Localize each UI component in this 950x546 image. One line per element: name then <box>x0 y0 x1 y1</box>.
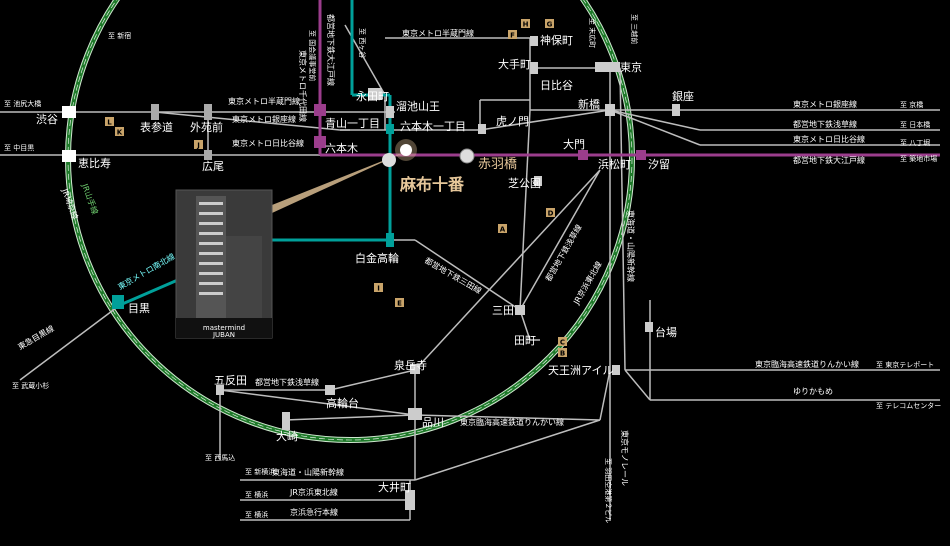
dest-nishigaoka: 至 西ヶ谷 <box>358 28 367 58</box>
station-takanawadai: 高輪台 <box>326 396 359 410</box>
dest-teleport: 至 東京テレポート <box>876 360 934 369</box>
station-azabu-juban: 麻布十番 <box>399 175 465 194</box>
oedo-line <box>318 0 940 157</box>
station-hamamatsucho-1: 浜松町 <box>598 157 631 171</box>
station-gaienmae: 外苑前 <box>190 120 223 134</box>
azabu-juban-marker[interactable] <box>400 144 412 156</box>
station-tamachi: 田町 <box>514 334 536 347</box>
exit-badges: A B C D E F G H I J K L <box>105 19 567 358</box>
dest-tsukiji: 至 築地市場 <box>900 154 937 163</box>
badge-d: D <box>548 210 554 218</box>
station-tennozu-isle: 天王洲アイル <box>548 364 613 377</box>
badge-k: K <box>117 129 123 137</box>
station-toranomon: 虎ノ門 <box>496 115 529 128</box>
badge-f: F <box>510 32 515 40</box>
line-keikyu: 京浜急行本線 <box>290 507 338 517</box>
line-chiyoda-vertical: 東京メトロ千代田線 <box>298 50 308 122</box>
badge-c: C <box>560 339 565 347</box>
station-ebisu: 恵比寿 <box>78 156 111 170</box>
station-sengakuji: 泉岳寺 <box>394 358 427 372</box>
line-hanzomon-left: 東京メトロ半蔵門線 <box>228 96 300 106</box>
station-daimon: 大門 <box>563 137 585 151</box>
station-tokyo: 東京 <box>620 60 642 74</box>
line-tokaido: 東海道・山陽新幹線 <box>626 210 636 282</box>
akabanebashi-marker[interactable] <box>459 148 475 164</box>
dest-haneda: 至 羽田空港第２ビル <box>604 458 613 523</box>
dest-nishimagome: 至 西馬込 <box>205 453 235 462</box>
station-mita: 三田 <box>492 304 514 317</box>
station-shimbashi: 新橋 <box>578 97 600 111</box>
dest-yokohama-1: 至 横浜 <box>245 490 268 499</box>
line-asakusa-right: 都営地下鉄浅草線 <box>793 119 857 129</box>
line-tokaido-bottom: 東海道・山陽新幹線 <box>272 467 344 477</box>
station-nagatacho: 永田町 <box>356 89 389 103</box>
station-roppongi: 六本木 <box>325 141 358 155</box>
dest-ikejiri: 至 池尻大橋 <box>4 99 41 108</box>
station-shibakoen: 芝公園 <box>508 177 541 190</box>
destination-labels: 至 新宿 至 池尻大橋 至 中目黒 至 武蔵小杉 至 国会議事堂前 至 西ヶ谷 … <box>4 14 941 523</box>
station-jimbocho: 神保町 <box>540 33 573 47</box>
badge-j: J <box>196 142 200 150</box>
dest-nihombashi: 至 日本橋 <box>900 120 930 129</box>
badge-l: L <box>107 119 112 127</box>
badge-b: B <box>560 350 565 358</box>
building-photo: mastermind JUBAN <box>175 189 273 339</box>
line-hanzomon-top: 東京メトロ半蔵門線 <box>402 28 474 38</box>
dest-shinjuku: 至 新宿 <box>108 31 131 40</box>
badge-a: A <box>500 226 506 234</box>
station-osaki: 大崎 <box>276 429 298 443</box>
line-keihin-bottom: JR京浜東北線 <box>289 487 338 497</box>
azabu-juban-marker-2 <box>382 153 396 167</box>
line-oedo-right: 都営地下鉄大江戸線 <box>793 155 865 165</box>
station-akabanebashi: 赤羽橋 <box>478 157 517 172</box>
line-monorail: 東京モノレール <box>620 430 630 486</box>
station-shibuya: 渋谷 <box>36 113 58 126</box>
station-shirokane-takanawa: 白金高輪 <box>355 251 399 265</box>
station-shiodome: 汐留 <box>648 157 670 171</box>
station-otemachi: 大手町 <box>498 57 531 71</box>
dest-hatchobori: 至 八丁堀 <box>900 138 930 147</box>
station-hiroo: 広尾 <box>202 160 224 173</box>
dest-kyobashi: 至 京橋 <box>900 100 923 109</box>
station-meguro: 目黒 <box>128 302 150 315</box>
station-oimachi: 大井町 <box>378 480 411 494</box>
building-subcaption: JUBAN <box>212 331 235 339</box>
line-oedo-vertical: 都営地下鉄大江戸線 <box>326 14 336 86</box>
line-rinkai-bottom: 東京臨海高速鉄道りんかい線 <box>460 417 564 427</box>
badge-e: E <box>397 300 402 308</box>
dest-telecom: 至 テレコムセンター <box>876 401 941 410</box>
building-caption: mastermind <box>203 324 245 332</box>
dest-suehirocho: 至 末広町 <box>588 18 597 48</box>
station-gotanda: 五反田 <box>214 374 247 387</box>
dest-mitsukoshimae: 至 三越前 <box>630 14 639 44</box>
station-omotesando: 表参道 <box>140 120 173 134</box>
line-ginza-right: 東京メトロ銀座線 <box>793 99 857 109</box>
badge-h: H <box>523 21 529 29</box>
badge-i: I <box>377 285 380 293</box>
station-labels: 渋谷 表参道 外苑前 恵比寿 広尾 青山一丁目 六本木 永田町 溜池山王 六本木… <box>36 33 694 494</box>
station-tameike-sanno: 溜池山王 <box>396 99 440 113</box>
dest-musashikosugi: 至 武蔵小杉 <box>12 381 49 390</box>
line-asakusa-bottom: 都営地下鉄浅草線 <box>255 377 319 387</box>
highlight-beam <box>272 152 405 213</box>
station-daiba: 台場 <box>655 325 677 339</box>
station-ginza: 銀座 <box>672 89 694 103</box>
station-aoyama-itchome: 青山一丁目 <box>325 117 380 130</box>
line-ginza-left: 東京メトロ銀座線 <box>232 114 296 124</box>
dest-shinyokohama: 至 新横浜 <box>245 467 275 476</box>
dest-kokkai: 至 国会議事堂前 <box>308 30 317 81</box>
line-yurikamome: ゆりかもめ <box>793 387 833 396</box>
dest-nakameguro: 至 中目黒 <box>4 143 34 152</box>
dest-yokohama-2: 至 横浜 <box>245 510 268 519</box>
line-rinkai-right: 東京臨海高速鉄道りんかい線 <box>755 359 859 369</box>
station-hibiya: 日比谷 <box>540 79 573 92</box>
badge-g: G <box>547 21 553 29</box>
line-hibiya-left: 東京メトロ日比谷線 <box>232 138 304 148</box>
station-roppongi-itchome: 六本木一丁目 <box>400 119 466 133</box>
station-shinagawa: 品川 <box>422 416 444 429</box>
line-hibiya-right: 東京メトロ日比谷線 <box>793 134 865 144</box>
station-markers <box>62 36 680 510</box>
